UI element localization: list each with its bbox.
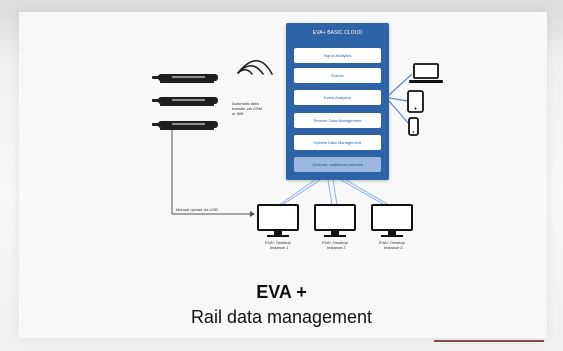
desktop-monitor-icon-3: [371, 204, 413, 237]
train-icon-1: [152, 74, 218, 83]
module-optional-additional: Optional, additional modules: [294, 157, 381, 172]
desktop-monitor-icon-1: [257, 204, 299, 237]
train-icon-2: [152, 97, 218, 106]
module-system-data-management: System Data Management: [294, 135, 381, 150]
device-connectors: [388, 73, 413, 125]
desktop-3-title: EVA+ Desktop: [379, 240, 405, 245]
desktop-2-title: EVA+ Desktop: [322, 240, 348, 245]
manual-upload-label: Manual upload via USB: [176, 207, 218, 212]
tablet-icon: [407, 90, 424, 113]
laptop-icon: [409, 63, 443, 83]
caption-block: EVA + Rail data management: [0, 282, 563, 327]
module-remote-data-management: Remote Data Management: [294, 113, 381, 128]
desktop-connectors: [278, 179, 390, 206]
diagram-card: [19, 12, 547, 338]
module-signal-analytics: Signal Analytics: [294, 48, 381, 63]
desktop-1-title: EVA+ Desktop: [265, 240, 291, 245]
wireless-transfer-label: Automatic data transfer via GSM or Wifi: [232, 101, 263, 116]
module-event-analytics: Event Analytics: [294, 90, 381, 105]
phone-icon: [408, 117, 419, 136]
wireless-signal-icon: [237, 59, 273, 75]
desktop-2-subtitle: Instance 2: [327, 245, 346, 250]
manual-upload-arrow: [171, 130, 255, 217]
cloud-title: EVA+ BASIC CLOUD: [312, 30, 363, 36]
caption-title: EVA +: [256, 282, 307, 302]
train-icon-3: [152, 121, 218, 130]
caption-subtitle: Rail data management: [190, 307, 373, 327]
desktop-1-subtitle: Instance 1: [270, 245, 289, 250]
desktop-monitor-icon-2: [314, 204, 356, 237]
basic-cloud-box: EVA+ BASIC CLOUD Signal Analytics Events…: [286, 23, 389, 180]
bottom-accent-line: [434, 340, 544, 342]
module-events: Events: [294, 68, 381, 83]
desktop-3-subtitle: Instance 3: [384, 245, 403, 250]
